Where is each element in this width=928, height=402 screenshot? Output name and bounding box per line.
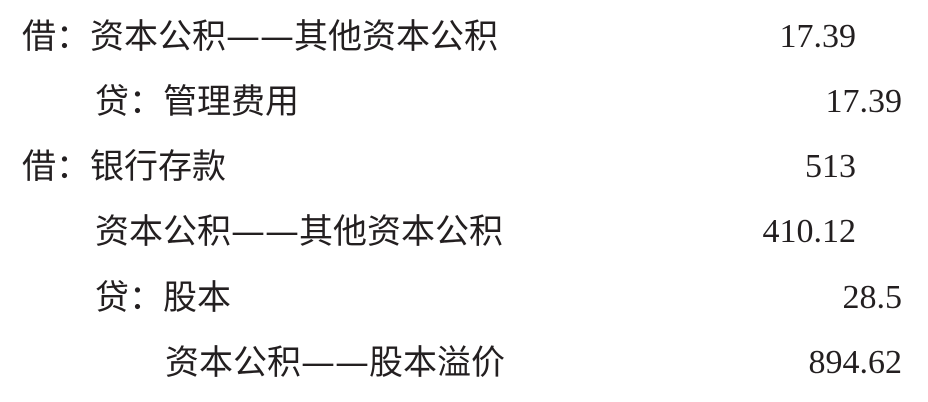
entry-3-account: 借：银行存款: [22, 147, 226, 187]
entry-1-account: 借：资本公积——其他资本公积: [22, 17, 498, 57]
entry-2-account: 贷：管理费用: [95, 82, 299, 122]
entry-5-amount: 28.5: [842, 279, 903, 316]
entry-3-amount: 513: [805, 148, 856, 185]
entry-6-account: 资本公积——股本溢价: [165, 343, 505, 383]
entry-5-account: 贷：股本: [95, 278, 231, 318]
entry-4-amount: 410.12: [762, 213, 857, 250]
entry-1-amount: 17.39: [779, 18, 857, 55]
entry-4-account: 资本公积——其他资本公积: [95, 212, 503, 252]
entry-2-amount: 17.39: [825, 83, 903, 120]
entry-6-amount: 894.62: [808, 344, 903, 381]
